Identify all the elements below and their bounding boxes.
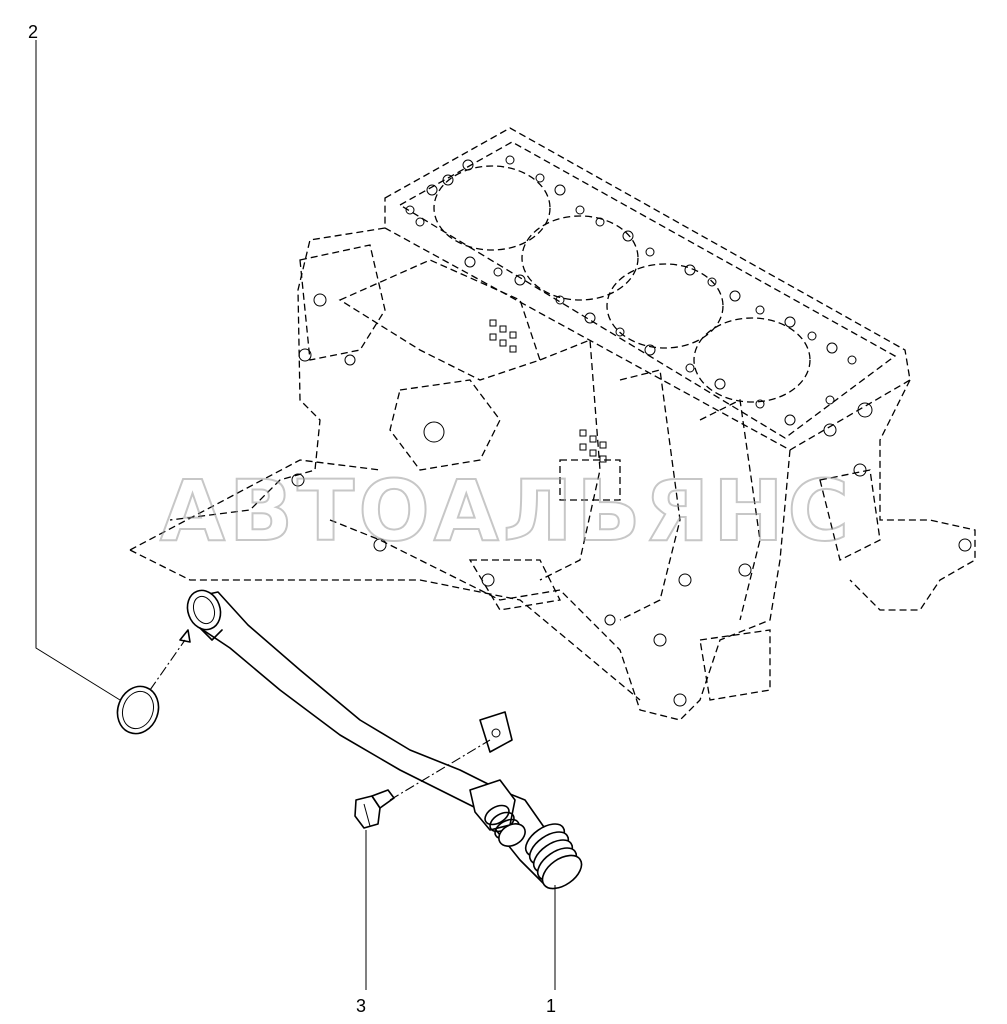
pipe-icon	[186, 589, 583, 890]
assembly-lines	[149, 629, 491, 801]
callout-3: 3	[356, 996, 366, 1016]
leader-lines	[35, 40, 556, 990]
watermark-text: АВТОАЛЬЯНС	[160, 462, 853, 560]
o-ring-icon	[116, 685, 160, 735]
bolt-icon	[354, 789, 395, 829]
callout-2: 2	[28, 22, 38, 42]
callout-1: 1	[546, 996, 556, 1016]
engine-block-icon	[129, 127, 976, 721]
